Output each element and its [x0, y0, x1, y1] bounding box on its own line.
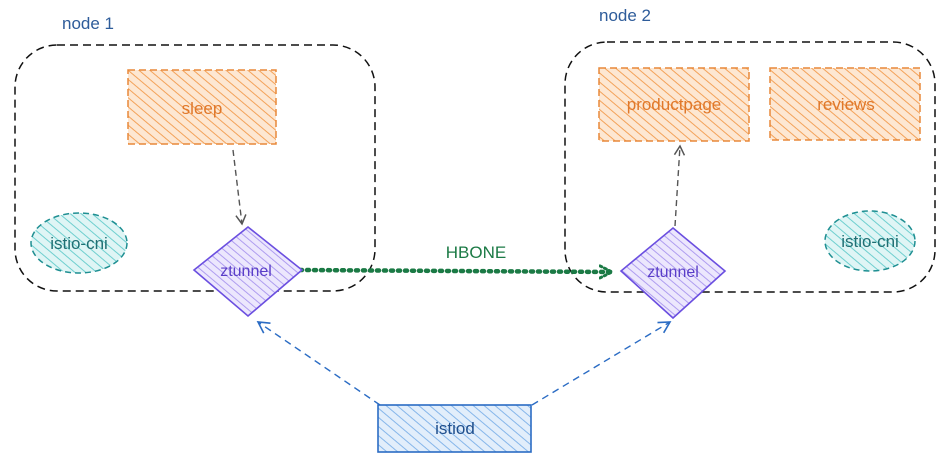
ztunnel-right: ztunnel	[619, 226, 727, 320]
node-1: node 1	[14, 14, 376, 292]
reviews-box: reviews	[769, 67, 921, 141]
reviews-box-shape	[769, 67, 921, 141]
istiod-to-ztunnel-right-arrow	[531, 321, 672, 406]
sleep-to-ztunnel-arrow	[232, 149, 247, 226]
istio-cni-left: istio-cni	[30, 212, 128, 274]
ztunnel-left: ztunnel	[192, 225, 304, 318]
istiod-to-ztunnel-left-arrow	[256, 321, 381, 406]
productpage-label: productpage	[627, 95, 722, 114]
istio-cni-left-label: istio-cni	[50, 234, 108, 253]
hbone-line	[297, 270, 612, 272]
ztunnel-left-label: ztunnel	[220, 263, 272, 280]
istio-cni-right-label: istio-cni	[841, 232, 899, 251]
node-1-label: node 1	[62, 14, 114, 33]
sleep-label: sleep	[182, 99, 223, 118]
istio-cni-right: istio-cni	[824, 210, 916, 272]
istiod-box: istiod	[377, 404, 532, 453]
hbone-label: HBONE	[446, 243, 506, 262]
reviews-label: reviews	[817, 95, 875, 114]
node-1-border	[14, 44, 376, 292]
istiod-box-shape	[377, 404, 532, 453]
ztunnel-right-shape	[619, 226, 727, 320]
sleep-box: sleep	[127, 69, 277, 145]
node-2: node 2	[564, 6, 936, 293]
productpage-box: productpage	[598, 67, 750, 142]
ztunnel-right-label: ztunnel	[647, 264, 699, 281]
istio-cni-right-shape	[824, 210, 916, 272]
ztunnel-left-shape	[192, 225, 304, 318]
productpage-box-shape	[598, 67, 750, 142]
istiod-label: istiod	[435, 419, 475, 438]
node-2-label: node 2	[599, 6, 651, 25]
hbone-connection: HBONE	[297, 243, 612, 272]
ztunnel-to-productpage-arrow	[673, 144, 686, 227]
istio-cni-left-shape	[30, 212, 128, 274]
node-2-border	[564, 41, 936, 293]
sleep-box-shape	[127, 69, 277, 145]
